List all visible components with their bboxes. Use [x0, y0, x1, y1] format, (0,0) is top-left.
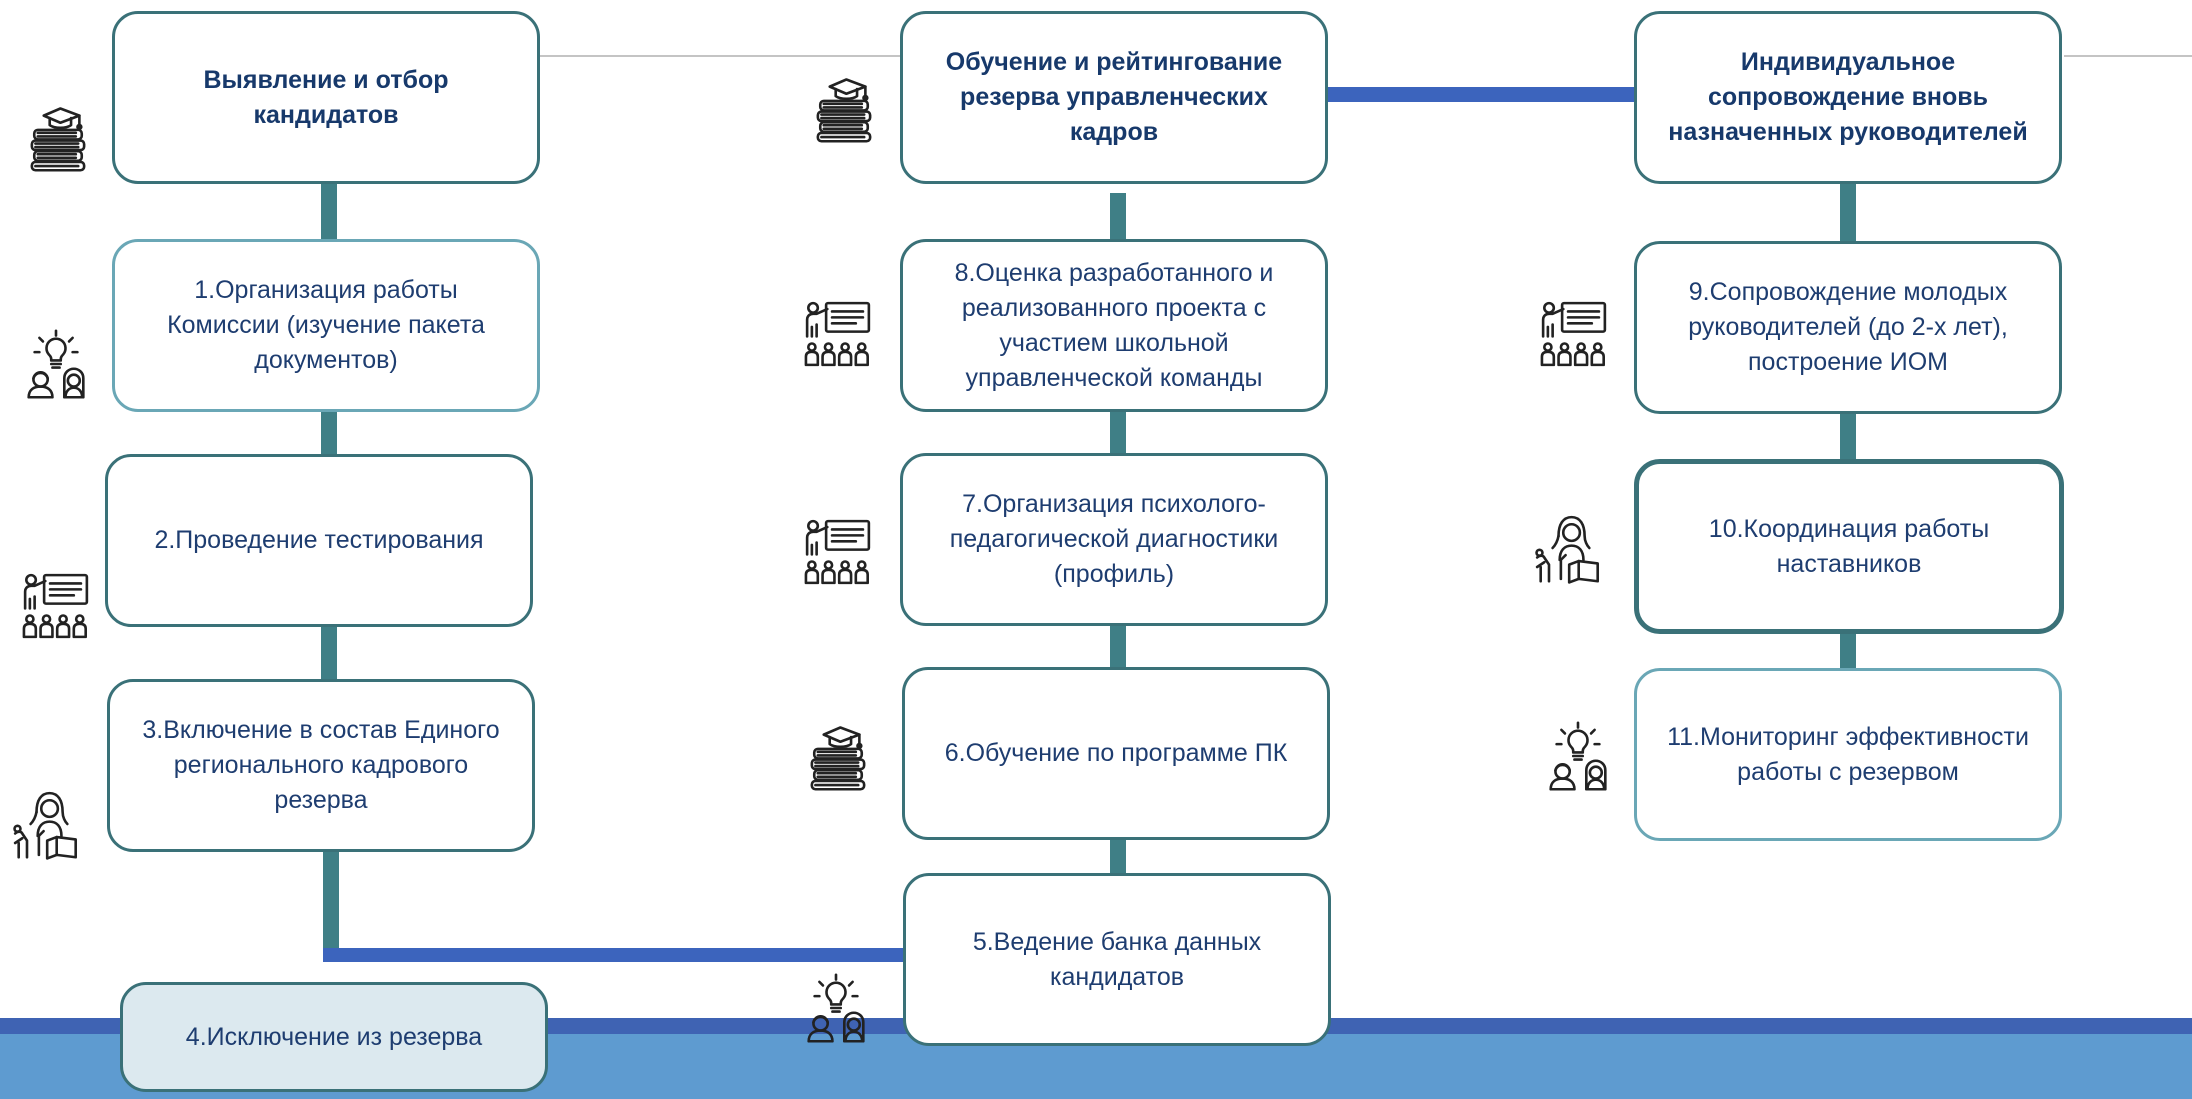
connector — [1110, 624, 1126, 669]
step-2-text: 2.Проведение тестирования — [154, 526, 484, 554]
connector — [321, 411, 337, 456]
link-line — [1326, 87, 1636, 102]
step-7-text: 7.Организация психолого-педагогической д… — [949, 490, 1279, 588]
step-7-box[interactable]: 7.Организация психолого-педагогической д… — [900, 453, 1328, 626]
top-rule — [2064, 55, 2192, 57]
teacher-presentation-icon — [18, 568, 94, 644]
step-9-box[interactable]: 9.Сопровождение молодых руководителей (д… — [1634, 241, 2062, 414]
step-9-text: 9.Сопровождение молодых руководителей (д… — [1688, 278, 2008, 376]
books-graduation-cap-icon — [806, 70, 882, 146]
step-11-text: 11.Мониторинг эффективности работы с рез… — [1667, 722, 2029, 786]
woman-reading-icon — [8, 786, 84, 862]
column1-header-box[interactable]: Выявление и отбор кандидатов — [112, 11, 540, 184]
top-rule — [540, 55, 900, 57]
connector — [1110, 193, 1126, 241]
step-1-box[interactable]: 1.Организация работы Комиссии (изучение … — [112, 239, 540, 412]
teacher-presentation-icon — [1536, 296, 1612, 372]
teacher-presentation-icon — [800, 514, 876, 590]
column1-header-text: Выявление и отбор кандидатов — [203, 65, 449, 129]
column3-header-text: Индивидуальное сопровождение вновь назна… — [1668, 48, 2028, 146]
connector — [321, 626, 337, 680]
idea-people-icon — [18, 326, 94, 402]
link-line — [323, 948, 905, 962]
connector — [1110, 838, 1126, 875]
column2-header-box[interactable]: Обучение и рейтингование резерва управле… — [900, 11, 1328, 184]
step-4-box[interactable]: 4.Исключение из резерва — [120, 982, 548, 1092]
connector — [1840, 632, 1856, 670]
step-11-box[interactable]: 11.Мониторинг эффективности работы с рез… — [1634, 668, 2062, 841]
step-3-box[interactable]: 3.Включение в состав Единого регионально… — [107, 679, 535, 852]
step-6-text: 6.Обучение по программе ПК — [944, 739, 1288, 767]
step-5-text: 5.Ведение банка данных кандидатов — [972, 927, 1262, 991]
step-10-text: 10.Координация работы наставников — [1708, 514, 1990, 578]
step-4-text: 4.Исключение из резерва — [185, 1022, 483, 1051]
connector — [1840, 182, 1856, 242]
woman-reading-icon — [1530, 510, 1606, 586]
connector — [321, 182, 337, 242]
step-2-box[interactable]: 2.Проведение тестирования — [105, 454, 533, 627]
idea-people-icon — [1540, 718, 1616, 794]
step-8-text: 8.Оценка разработанного и реализованного… — [954, 258, 1274, 392]
connector — [323, 852, 339, 960]
connector — [1110, 410, 1126, 455]
step-6-box[interactable]: 6.Обучение по программе ПК — [902, 667, 1330, 840]
idea-people-icon — [798, 970, 874, 1046]
column3-header-box[interactable]: Индивидуальное сопровождение вновь назна… — [1634, 11, 2062, 184]
step-3-text: 3.Включение в состав Единого регионально… — [142, 716, 500, 814]
teacher-presentation-icon — [800, 296, 876, 372]
step-5-box[interactable]: 5.Ведение банка данных кандидатов — [903, 873, 1331, 1046]
step-8-box[interactable]: 8.Оценка разработанного и реализованного… — [900, 239, 1328, 412]
step-1-text: 1.Организация работы Комиссии (изучение … — [167, 276, 485, 374]
step-10-box[interactable]: 10.Координация работы наставников — [1634, 459, 2064, 634]
books-graduation-cap-icon — [800, 718, 876, 794]
books-graduation-cap-icon — [20, 99, 96, 175]
connector — [1840, 412, 1856, 460]
column2-header-text: Обучение и рейтингование резерва управле… — [945, 48, 1283, 146]
